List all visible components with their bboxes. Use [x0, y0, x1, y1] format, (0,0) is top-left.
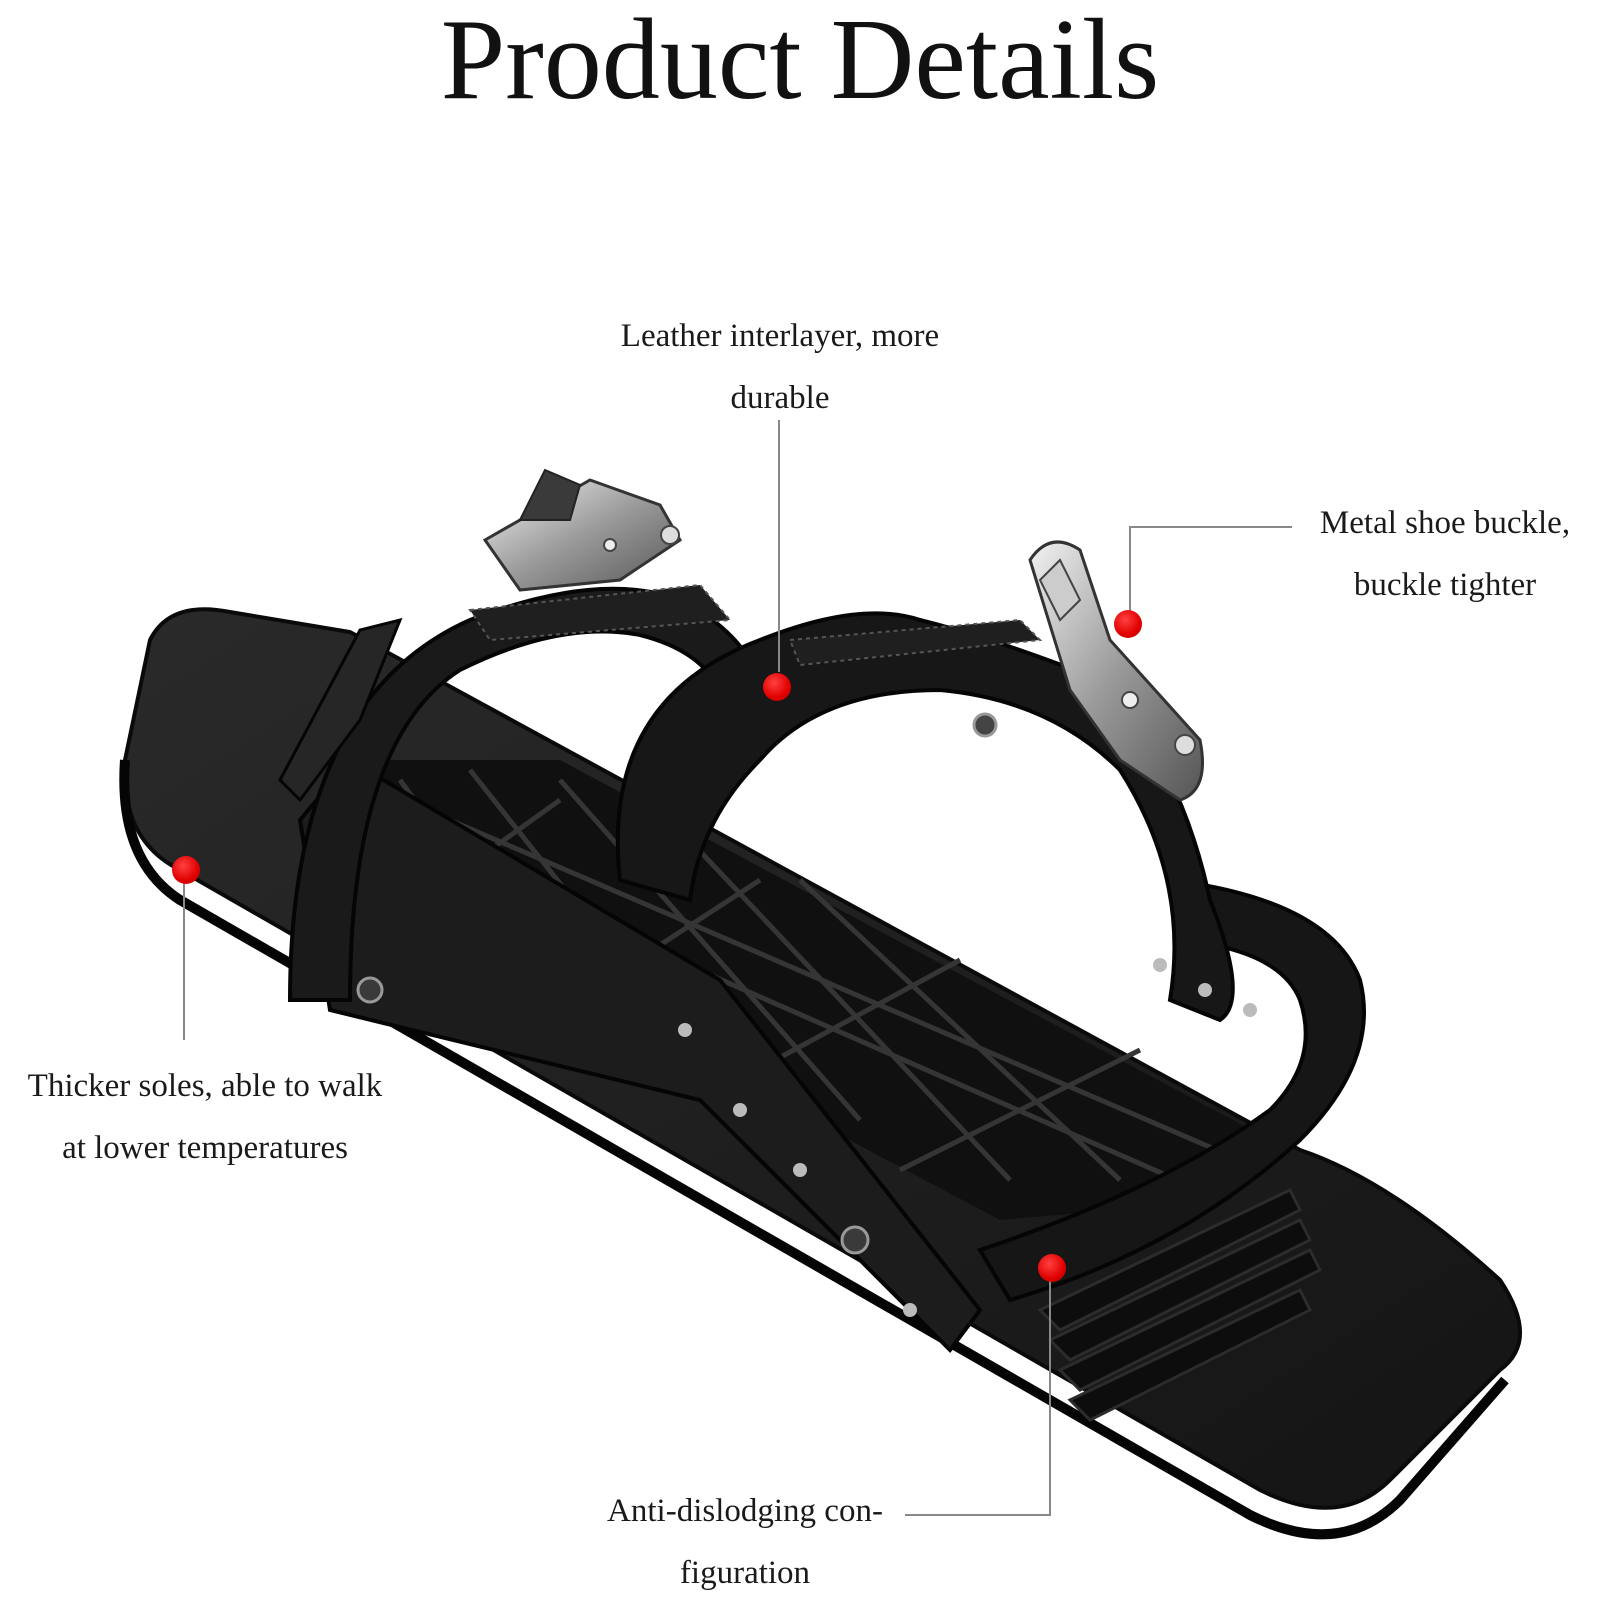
callout-thicker: Thicker soles, able to walk at lower tem… — [0, 1055, 410, 1179]
strap-rivet — [972, 712, 998, 738]
grid-ribs — [378, 768, 1241, 1193]
heel-strap — [977, 877, 1366, 1303]
rear-strap — [615, 611, 1235, 1023]
callout-metal-line2: buckle tighter — [1353, 567, 1537, 603]
callout-leather-line1: Leather interlayer, more — [620, 318, 940, 354]
rear-metal-buckle — [1028, 540, 1204, 802]
front-strap-ratchet — [468, 583, 733, 642]
callout-anti-line1: Anti-dislodging con- — [607, 1493, 883, 1529]
marker-thicker — [172, 856, 200, 884]
rear-strap-ratchet — [788, 618, 1043, 667]
metal-leader-line — [1129, 526, 1292, 620]
callout-metal-line1: Metal shoe buckle, — [1319, 505, 1571, 541]
callout-thicker-line1: Thicker soles, able to walk — [27, 1068, 383, 1104]
callout-anti-line2: figuration — [679, 1555, 811, 1591]
front-strap-tab — [278, 617, 403, 803]
front-metal-buckle — [482, 468, 682, 592]
rear-teeth — [1037, 1188, 1323, 1422]
ski-plate-edge — [119, 759, 1509, 1540]
callout-thicker-line2: at lower temperatures — [62, 1130, 348, 1166]
anti-leader-line — [905, 1268, 1051, 1516]
marker-anti — [1038, 1254, 1066, 1282]
callout-leather-line2: durable — [730, 380, 830, 416]
bracket-screws — [356, 976, 870, 1255]
callout-leather: Leather interlayer, more durable — [580, 305, 980, 429]
marker-leather — [763, 673, 791, 701]
strap-holes — [1153, 958, 1257, 1017]
page-title: Product Details — [440, 0, 1160, 124]
callout-metal: Metal shoe buckle, buckle tighter — [1290, 492, 1600, 616]
side-bracket — [297, 757, 983, 1354]
marker-metal — [1114, 610, 1142, 638]
callout-anti: Anti-dislodging con- figuration — [585, 1480, 905, 1604]
